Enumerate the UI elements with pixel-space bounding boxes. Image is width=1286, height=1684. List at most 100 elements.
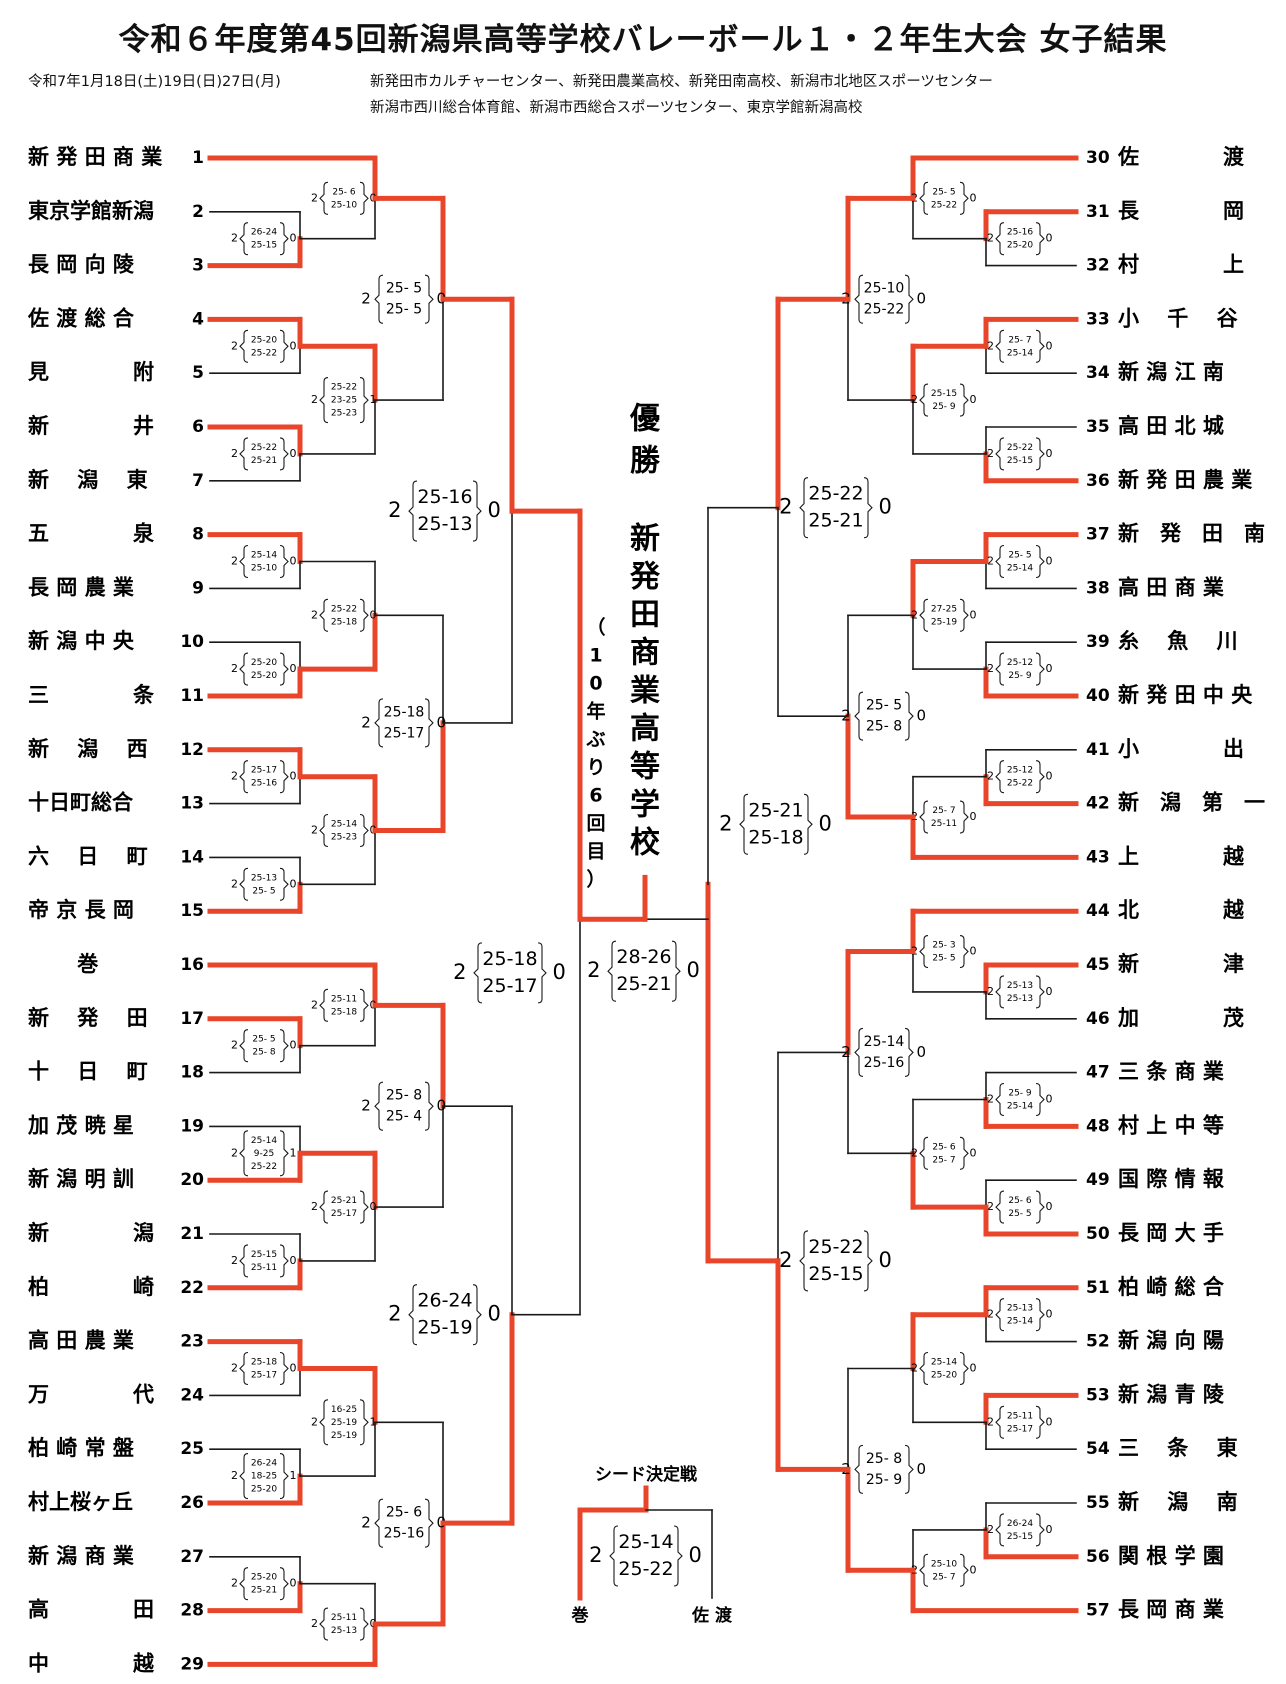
- set-score: 25-21: [251, 456, 277, 466]
- team-number-right: 55: [1086, 1493, 1110, 1513]
- set-score: 25-21: [616, 973, 671, 995]
- sets-won: 2: [231, 1254, 238, 1267]
- team-name-left: 中 越: [28, 1651, 155, 1675]
- score-brace: [239, 1351, 249, 1386]
- champion-name: 新: [630, 522, 660, 557]
- score-brace: [239, 1567, 249, 1601]
- team-number-left: 13: [180, 794, 204, 814]
- team-name-left: 村上桜ヶ丘: [28, 1490, 133, 1514]
- score-brace: [472, 480, 482, 542]
- tournament-dates: 令和7年1月18日(土)19日(日)27日(月): [28, 74, 281, 90]
- champion-name: 業: [630, 674, 660, 709]
- score-brace: [1035, 222, 1045, 256]
- team-number-right: 43: [1086, 847, 1110, 867]
- sets-won: 2: [311, 1200, 318, 1213]
- set-score: 25- 6: [932, 1142, 956, 1152]
- set-score: 25-14: [251, 551, 277, 561]
- team-name-right: 加 茂: [1117, 1006, 1244, 1030]
- set-score: 23-25: [331, 396, 357, 406]
- score-brace: [995, 222, 1005, 256]
- sets-lost: 0: [970, 810, 977, 823]
- team-name-right: 北 越: [1118, 898, 1245, 922]
- set-score: 25-14: [618, 1531, 673, 1553]
- team-name-right: 高 田 北 城: [1118, 414, 1224, 438]
- set-score: 25- 6: [1008, 1196, 1032, 1206]
- score-brace: [1035, 1298, 1045, 1332]
- score-brace: [995, 652, 1005, 686]
- set-score: 25-13: [1007, 994, 1033, 1004]
- sets-won: 2: [987, 1308, 994, 1321]
- sets-lost: 0: [970, 191, 977, 204]
- sets-won: 2: [987, 662, 994, 675]
- team-name-right: 柏 崎 総 合: [1118, 1275, 1225, 1299]
- sets-lost: 0: [970, 393, 977, 406]
- score-brace: [239, 437, 249, 471]
- sets-lost: 1: [290, 1469, 297, 1482]
- set-score: 25-10: [931, 1559, 957, 1569]
- venue-line-2: 新潟市西川総合体育館、新潟市西総合スポーツセンター、東京学館新潟高校: [370, 100, 863, 116]
- set-score: 25- 8: [386, 1088, 422, 1104]
- team-number-left: 4: [192, 309, 204, 329]
- set-score: 25-23: [331, 409, 357, 419]
- sets-won: 2: [361, 290, 371, 308]
- team-name-right: 糸 魚 川: [1118, 629, 1238, 653]
- set-score: 25- 5: [386, 281, 422, 297]
- sets-lost: 0: [1046, 662, 1053, 675]
- team-number-left: 29: [180, 1654, 204, 1674]
- set-score: 25-22: [808, 1236, 863, 1258]
- score-brace: [904, 1444, 914, 1494]
- score-brace: [374, 274, 384, 324]
- set-score: 25-16: [864, 1055, 905, 1071]
- set-score: 25- 6: [386, 1505, 422, 1521]
- team-name-left: 長 岡 向 陵: [28, 253, 135, 277]
- set-score: 25-21: [808, 510, 863, 532]
- set-score: 25- 4: [386, 1109, 422, 1125]
- score-brace: [1035, 544, 1045, 579]
- set-score: 25-19: [331, 1431, 357, 1441]
- team-name-right: 小 千 谷: [1118, 306, 1239, 330]
- score-brace: [919, 1351, 929, 1386]
- page-title: 令和６年度第45回新潟県高等学校バレーボール１・２年生大会 女子結果: [118, 22, 1168, 58]
- team-number-left: 7: [192, 471, 204, 491]
- team-number-left: 3: [192, 256, 204, 276]
- sets-lost: 0: [879, 495, 892, 519]
- set-score: 25- 8: [866, 719, 902, 735]
- team-number-right: 35: [1086, 417, 1110, 437]
- team-number-left: 9: [192, 578, 204, 598]
- set-score: 25-20: [251, 335, 277, 345]
- set-score: 25- 7: [932, 1155, 955, 1165]
- team-name-left: 十日町総合: [28, 791, 134, 815]
- score-brace: [374, 1081, 384, 1131]
- score-brace: [854, 1027, 864, 1077]
- set-score: 25- 5: [1008, 1209, 1031, 1219]
- set-score: 25-13: [251, 873, 277, 883]
- score-brace: [739, 793, 749, 855]
- sets-lost: 0: [1046, 1308, 1053, 1321]
- score-brace: [279, 544, 289, 579]
- sets-won: 2: [231, 1146, 238, 1159]
- team-number-left: 23: [180, 1332, 204, 1352]
- set-score: 25-11: [1007, 1411, 1033, 1421]
- team-number-right: 31: [1086, 202, 1110, 222]
- sets-lost: 0: [689, 1543, 702, 1567]
- set-score: 25- 9: [1008, 1089, 1032, 1099]
- set-score: 25-22: [808, 483, 863, 505]
- score-brace: [239, 867, 249, 901]
- score-brace: [1035, 1513, 1045, 1547]
- set-score: 25-20: [1007, 241, 1033, 251]
- score-brace: [959, 598, 969, 632]
- set-score: 25-19: [331, 1418, 357, 1428]
- score-brace: [239, 1130, 249, 1177]
- score-brace: [671, 940, 681, 1002]
- team-name-right: 村 上: [1118, 253, 1244, 277]
- score-brace: [854, 1444, 864, 1494]
